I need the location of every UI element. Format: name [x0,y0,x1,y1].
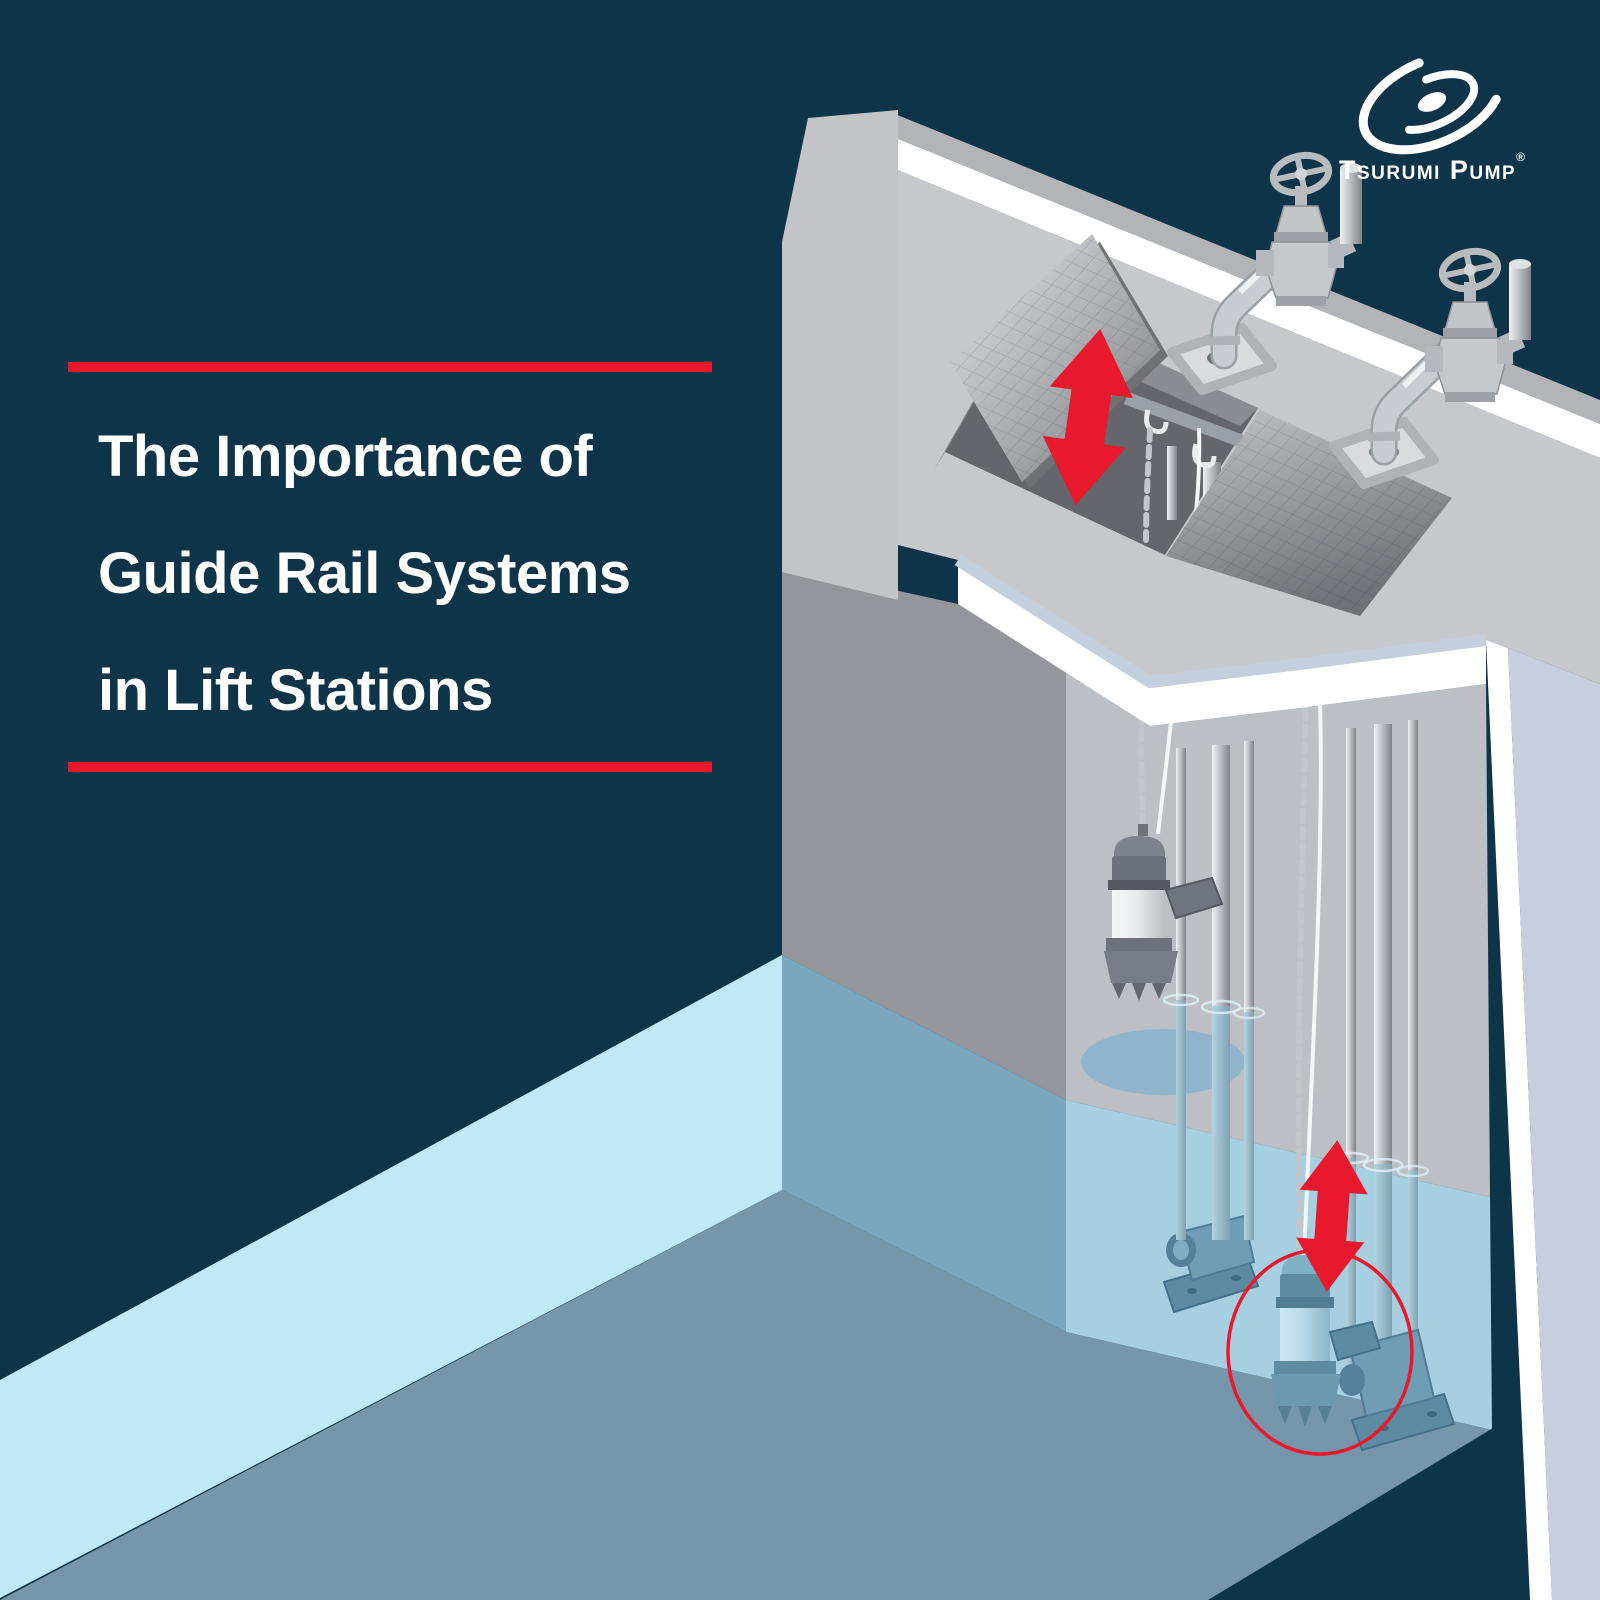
right-cut-wall [1486,640,1600,1600]
lifting-chain-right-icon [1295,689,1309,1259]
right-wall-stripe [1486,640,1552,1600]
title-line-3: in Lift Stations [98,658,493,723]
left-wall-wet [782,955,1066,1332]
red-lift-arrow-top [1042,328,1133,506]
power-cable-right-icon [1302,697,1323,1259]
guide-rails-right-icon [1332,720,1430,1390]
guide-rails-left-icon [1162,741,1266,1240]
title-rule-bottom [68,762,712,772]
deck-back-edge [886,112,1600,424]
chain-hook-icon [1192,443,1217,469]
rail-mount-bracket [1123,391,1247,449]
raised-pump-icon [1104,824,1224,1001]
right-wall-face [1508,648,1600,1600]
registered-mark: ® [1516,150,1525,164]
title-rule-top [68,362,712,372]
right-guide-rail-station [1226,689,1456,1456]
water-cut-face [0,955,782,1598]
red-lift-arrow-bottom [1296,1140,1368,1292]
pump-shadow [1081,1029,1245,1095]
closed-checker-hatch [1166,410,1452,616]
left-guide-rail-station [1104,421,1266,1314]
title-line-1: The Importance of [98,424,593,489]
gate-valve-icon [1256,151,1362,306]
open-hatch-lid [950,234,1168,488]
discharge-elbow-left-icon [1162,1214,1260,1314]
well-floor [0,1190,1492,1600]
title-line-2: Guide Rail Systems [98,541,631,606]
chain-hook-icon [1144,409,1169,435]
brand-name: Tsurumi Pump [1338,155,1517,185]
galaxy-swirl-icon [1358,49,1506,155]
left-exterior-wall [782,110,898,600]
deck-cut-band [958,560,1486,726]
left-wall-dry [782,565,1066,1100]
deck-cut-bevel [954,554,1487,689]
brand-logotype: Tsurumi Pump® [1332,150,1532,186]
page-title: The Importance of Guide Rail Systems in … [98,398,738,749]
floor-shadow-corner [1208,1425,1530,1600]
